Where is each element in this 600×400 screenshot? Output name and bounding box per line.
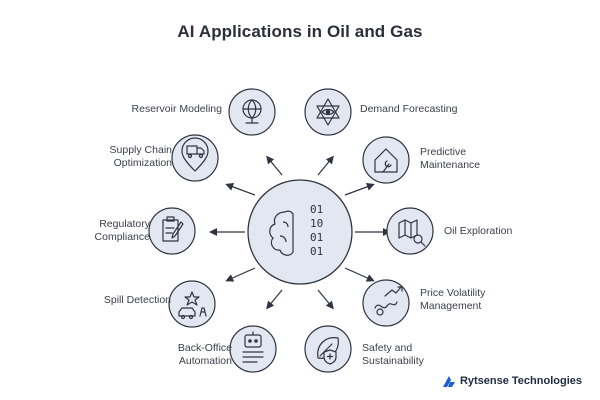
node-reservoir xyxy=(228,88,276,136)
brain-binary-icon xyxy=(269,210,294,256)
label-demand-forecasting: Demand Forecasting xyxy=(360,103,458,115)
binary-line-4: 01 xyxy=(310,245,323,258)
label-spill-detection: Spill Detection xyxy=(103,294,171,306)
brand: Rytsense Technologies xyxy=(442,374,582,388)
spoke-backoffice xyxy=(266,289,283,310)
label-predictive-maintenance-text: Predictive Maintenance xyxy=(420,146,481,171)
label-supply-chain-text: Supply Chain Optimization xyxy=(109,144,172,169)
label-back-office: Back-Office Automation xyxy=(162,342,232,368)
robot-doc-icon xyxy=(242,331,264,363)
node-maintenance xyxy=(362,136,410,184)
spoke-demand xyxy=(317,155,334,176)
binary-line-3: 01 xyxy=(310,231,323,244)
label-oil-exploration: Oil Exploration xyxy=(444,225,513,237)
hub: 01 10 01 01 xyxy=(247,179,353,285)
clipboard-pen-icon xyxy=(162,216,184,242)
spoke-supply xyxy=(225,182,256,196)
binary-line-2: 10 xyxy=(310,217,323,230)
truck-pin-icon xyxy=(181,137,209,172)
spoke-price xyxy=(344,267,375,282)
label-safety: Safety and Sustainability xyxy=(362,342,442,368)
spokes xyxy=(209,155,391,310)
label-back-office-text: Back-Office Automation xyxy=(177,342,232,367)
house-wrench-icon xyxy=(374,148,398,173)
node-regulatory xyxy=(148,207,196,255)
node-spill xyxy=(168,280,216,328)
brand-logo-icon xyxy=(442,376,455,387)
label-predictive-maintenance: Predictive Maintenance xyxy=(420,146,490,172)
node-safety xyxy=(304,325,352,373)
spoke-safety xyxy=(317,289,334,310)
label-regulatory-compliance: Regulatory Compliance xyxy=(70,218,150,244)
car-warning-icon xyxy=(178,291,207,320)
node-supply xyxy=(171,134,219,182)
spoke-reservoir xyxy=(266,155,283,176)
chart-trend-icon xyxy=(374,286,403,316)
label-safety-text: Safety and Sustainability xyxy=(362,342,424,367)
node-exploration xyxy=(386,207,434,255)
globe-icon xyxy=(242,99,262,124)
leaf-shield-icon xyxy=(317,337,339,365)
diagram-title: AI Applications in Oil and Gas xyxy=(177,22,423,41)
label-supply-chain: Supply Chain Optimization xyxy=(92,144,172,170)
label-price-volatility: Price Volatility Management xyxy=(420,287,500,313)
label-regulatory-compliance-text: Regulatory Compliance xyxy=(94,218,150,243)
map-search-icon xyxy=(398,219,426,247)
label-price-volatility-text: Price Volatility Management xyxy=(420,287,486,312)
brand-name: Rytsense Technologies xyxy=(459,375,582,387)
spoke-spill xyxy=(225,267,256,282)
binary-line-1: 01 xyxy=(310,203,323,216)
node-backoffice xyxy=(229,325,277,373)
spoke-maintenance xyxy=(344,182,375,196)
star-eye-icon xyxy=(316,98,340,126)
label-reservoir-modeling: Reservoir Modeling xyxy=(131,103,222,115)
